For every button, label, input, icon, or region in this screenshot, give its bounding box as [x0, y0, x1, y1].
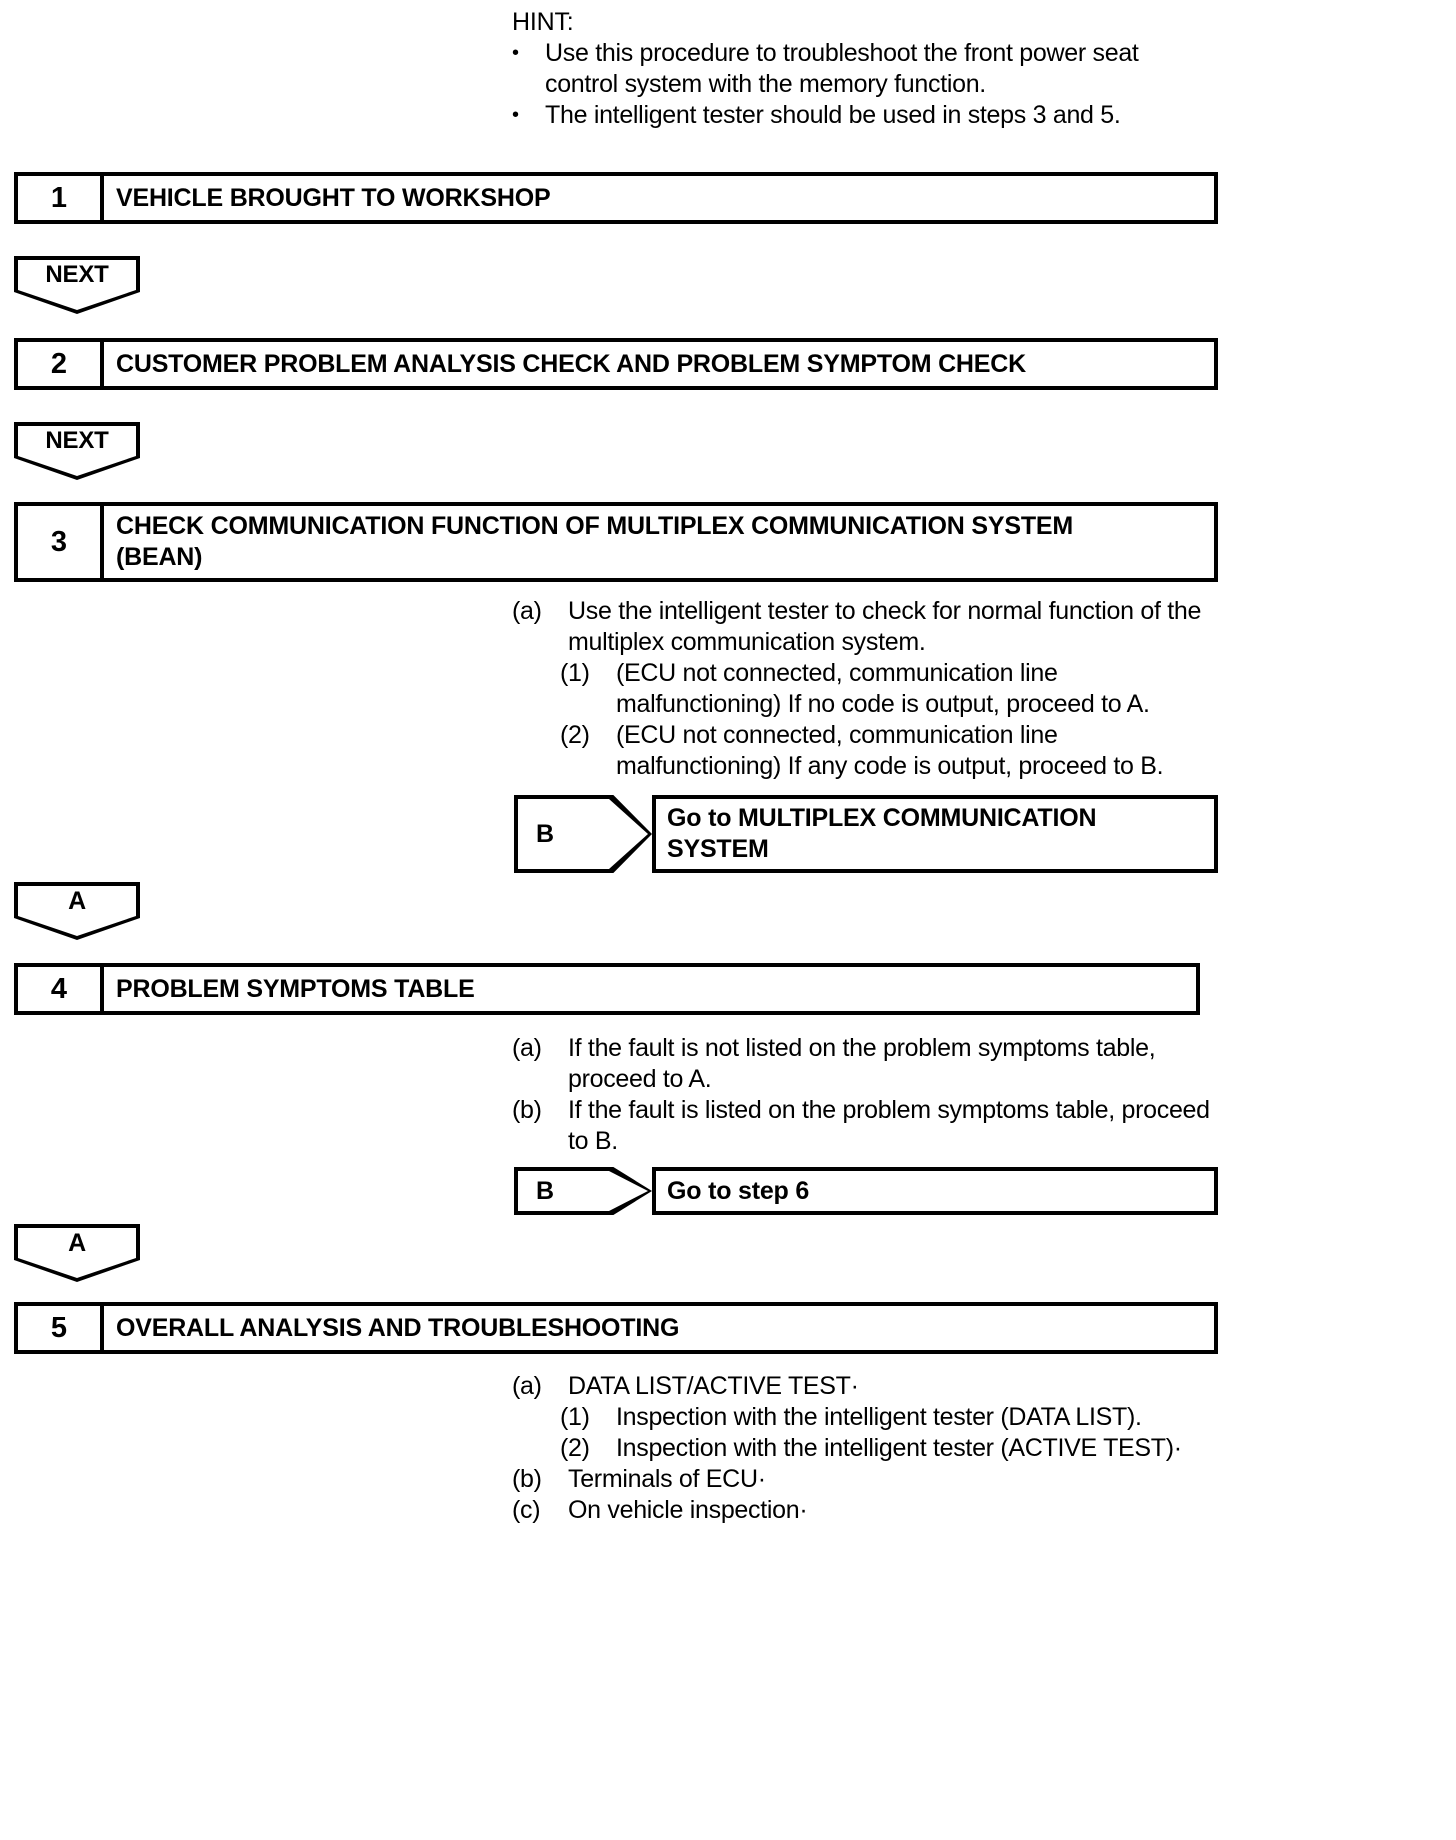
step-number-2: 2 — [18, 342, 104, 386]
detail-text: If the fault is listed on the problem sy… — [568, 1096, 1210, 1155]
branch-target-line1: Go to step 6 — [667, 1176, 810, 1205]
step-title-2: CUSTOMER PROBLEM ANALYSIS CHECK AND PROB… — [116, 349, 1026, 378]
detail-marker: (1) — [560, 659, 590, 687]
step-bar-1: 1 VEHICLE BROUGHT TO WORKSHOP — [14, 172, 1218, 224]
hint-block: HINT: • Use this procedure to troublesho… — [512, 6, 1212, 131]
detail-marker: (b) — [512, 1096, 542, 1124]
detail-marker: (b) — [512, 1465, 542, 1493]
bullet-icon: • — [512, 104, 519, 126]
connector-a-2: A — [14, 1224, 140, 1282]
detail-item-a-2: (2) (ECU not connected, communication li… — [512, 720, 1224, 782]
hint-list-item: • The intelligent tester should be used … — [512, 100, 1212, 131]
step-bar-3: 3 CHECK COMMUNICATION FUNCTION OF MULTIP… — [14, 502, 1218, 582]
branch-tag-arrow-b: B — [514, 1167, 652, 1215]
detail-text: DATA LIST/ACTIVE TEST· — [568, 1372, 859, 1400]
connector-next-2: NEXT — [14, 422, 140, 480]
detail-marker: (2) — [560, 1434, 590, 1462]
step-3-branch-b: B Go to MULTIPLEX COMMUNICATION SYSTEM — [514, 795, 1218, 873]
branch-tag-label: B — [536, 1176, 555, 1205]
detail-marker: (1) — [560, 1403, 590, 1431]
step-title-3: CHECK COMMUNICATION FUNCTION OF MULTIPLE… — [104, 506, 1214, 578]
step-5-details: (a) DATA LIST/ACTIVE TEST· (1) Inspectio… — [512, 1371, 1224, 1526]
step-4-details: (a) If the fault is not listed on the pr… — [512, 1033, 1224, 1157]
step-bar-5: 5 OVERALL ANALYSIS AND TROUBLESHOOTING — [14, 1302, 1218, 1354]
branch-target-line2: SYSTEM — [667, 835, 769, 863]
connector-next-1: NEXT — [14, 256, 140, 314]
detail-text: Use the intelligent tester to check for … — [568, 597, 1202, 656]
hint-list: • Use this procedure to troubleshoot the… — [512, 38, 1212, 131]
connector-a-1: A — [14, 882, 140, 940]
detail-text: (ECU not connected, communication line m… — [616, 721, 1164, 780]
step-number-3: 3 — [18, 506, 104, 578]
branch-target-box: Go to MULTIPLEX COMMUNICATION SYSTEM — [652, 795, 1218, 873]
detail-item-a-1: (1) (ECU not connected, communication li… — [512, 658, 1224, 720]
detail-text: On vehicle inspection· — [568, 1496, 808, 1524]
step-3-details: (a) Use the intelligent tester to check … — [512, 596, 1224, 782]
detail-marker: (a) — [512, 1034, 542, 1062]
detail-text: (ECU not connected, communication line m… — [616, 659, 1150, 718]
hint-item-text: Use this procedure to troubleshoot the f… — [545, 39, 1139, 98]
detail-marker: (c) — [512, 1496, 541, 1524]
step-bar-2: 2 CUSTOMER PROBLEM ANALYSIS CHECK AND PR… — [14, 338, 1218, 390]
detail-item-b: (b) If the fault is listed on the proble… — [512, 1095, 1224, 1157]
detail-item-a-1: (1) Inspection with the intelligent test… — [512, 1402, 1224, 1433]
hint-list-item: • Use this procedure to troubleshoot the… — [512, 38, 1212, 100]
connector-next-label: NEXT — [45, 427, 109, 454]
step-title-3-line1: CHECK COMMUNICATION FUNCTION OF MULTIPLE… — [116, 512, 1073, 540]
detail-text: Inspection with the intelligent tester (… — [616, 1403, 1142, 1431]
step-4-branch-b: B Go to step 6 — [514, 1167, 1218, 1215]
step-title-5: OVERALL ANALYSIS AND TROUBLESHOOTING — [116, 1313, 680, 1342]
bullet-icon: • — [512, 42, 519, 64]
step-number-1: 1 — [18, 176, 104, 220]
detail-text: Terminals of ECU· — [568, 1465, 766, 1493]
detail-item-a: (a) If the fault is not listed on the pr… — [512, 1033, 1224, 1095]
detail-item-b: (b) Terminals of ECU· — [512, 1464, 1224, 1495]
step-bar-4: 4 PROBLEM SYMPTOMS TABLE — [14, 963, 1200, 1015]
detail-marker: (a) — [512, 1372, 542, 1400]
step-title-3-line2: (BEAN) — [116, 543, 203, 571]
branch-tag-label: B — [536, 819, 555, 848]
detail-item-a: (a) Use the intelligent tester to check … — [512, 596, 1224, 658]
detail-marker: (2) — [560, 721, 590, 749]
connector-next-label: NEXT — [45, 261, 109, 288]
detail-text: If the fault is not listed on the proble… — [568, 1034, 1156, 1093]
connector-a-label: A — [68, 886, 86, 915]
hint-title: HINT: — [512, 8, 574, 36]
detail-item-a: (a) DATA LIST/ACTIVE TEST· — [512, 1371, 1224, 1402]
detail-text: Inspection with the intelligent tester (… — [616, 1434, 1182, 1462]
connector-a-label: A — [68, 1228, 86, 1257]
step-title-4: PROBLEM SYMPTOMS TABLE — [116, 974, 475, 1003]
detail-item-c: (c) On vehicle inspection· — [512, 1495, 1224, 1526]
detail-marker: (a) — [512, 597, 542, 625]
step-number-5: 5 — [18, 1306, 104, 1350]
step-title-1: VEHICLE BROUGHT TO WORKSHOP — [116, 183, 551, 212]
detail-item-a-2: (2) Inspection with the intelligent test… — [512, 1433, 1224, 1464]
branch-target-line1: Go to MULTIPLEX COMMUNICATION — [667, 804, 1097, 832]
step-number-4: 4 — [18, 967, 104, 1011]
hint-item-text: The intelligent tester should be used in… — [545, 101, 1121, 129]
branch-target-box: Go to step 6 — [652, 1167, 1218, 1215]
branch-tag-arrow-b: B — [514, 795, 652, 873]
